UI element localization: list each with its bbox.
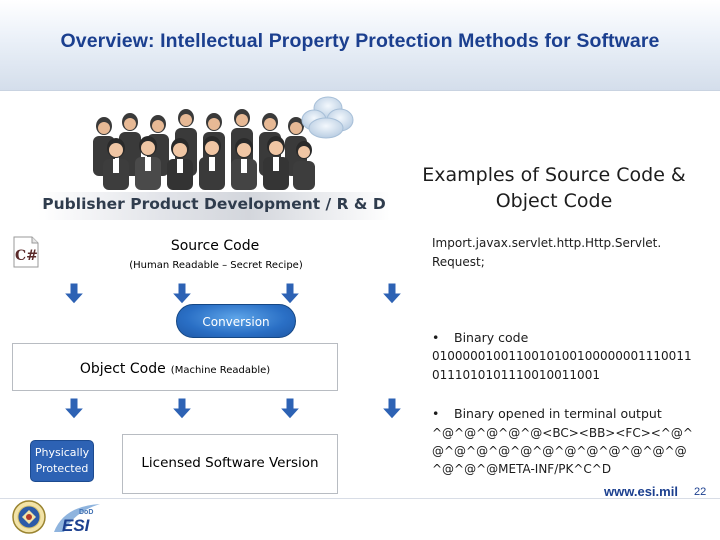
publisher-label: Publisher Product Development / R & D bbox=[42, 195, 386, 213]
down-arrow-icon bbox=[62, 397, 86, 420]
terminal-line-1: ^@^@^@^@^@<BC><BB><FC><^@^ bbox=[432, 426, 693, 440]
object-code-label: Object Code bbox=[79, 361, 166, 377]
terminal-line-2: @^@^@^@^@^@^@^@^@^@^@^@ bbox=[432, 444, 687, 458]
binary-line-1: 0100000100110010100100000001110011 bbox=[432, 349, 692, 363]
esi-logo-icon: DoD ESI bbox=[54, 504, 100, 534]
title-bar bbox=[0, 0, 720, 91]
publisher-bar bbox=[38, 192, 390, 220]
conversion-badge: Conversion bbox=[176, 304, 296, 338]
down-arrow-icon bbox=[278, 282, 302, 305]
terminal-output-heading: • Binary opened in terminal output bbox=[432, 406, 662, 421]
page-number: 22 bbox=[694, 486, 707, 498]
bullet-icon: • bbox=[432, 330, 440, 345]
footer-url[interactable]: www.esi.mil bbox=[604, 484, 678, 499]
people-group-icon bbox=[93, 109, 315, 190]
dod-seal-icon bbox=[12, 500, 46, 534]
footer-divider bbox=[0, 498, 720, 499]
svg-text:C#: C# bbox=[15, 248, 38, 264]
licensed-software-box bbox=[122, 434, 338, 494]
cloud-icon bbox=[301, 96, 354, 139]
binary-line-2: 0111010101110010011001 bbox=[432, 368, 600, 382]
source-code-label: Source Code bbox=[170, 238, 260, 254]
licensed-software-label: Licensed Software Version bbox=[141, 455, 319, 471]
terminal-output-heading-text: Binary opened in terminal output bbox=[454, 406, 662, 421]
down-arrow-icon bbox=[62, 282, 86, 305]
down-arrow-icon bbox=[380, 397, 404, 420]
physically-protected-label: Physically Protected bbox=[34, 446, 90, 475]
down-arrow-icon bbox=[170, 397, 194, 420]
csharp-icon: C# bbox=[13, 236, 39, 268]
down-arrow-icon bbox=[170, 282, 194, 305]
svg-text:ESI: ESI bbox=[62, 516, 91, 534]
terminal-line-3: ^@^@^@META-INF/PK^C^D bbox=[432, 462, 612, 476]
source-code-sublabel: (Human Readable – Secret Recipe) bbox=[129, 260, 303, 271]
bullet-icon: • bbox=[432, 406, 440, 421]
page-title: Overview: Intellectual Property Protecti… bbox=[60, 30, 660, 52]
down-arrow-icon bbox=[278, 397, 302, 420]
object-code-sublabel: (Machine Readable) bbox=[170, 365, 271, 376]
svg-text:DoD: DoD bbox=[79, 509, 93, 516]
object-code-text: Object Code (Machine Readable) bbox=[12, 358, 338, 377]
binary-code-heading: • Binary code bbox=[432, 330, 528, 345]
binary-code-heading-text: Binary code bbox=[454, 330, 529, 345]
source-code-example-line-1: Import.javax.servlet.http.Http.Servlet. bbox=[432, 236, 662, 250]
physically-protected-box bbox=[30, 440, 94, 482]
down-arrow-icon bbox=[380, 282, 404, 305]
examples-heading: Examples of Source Code & Object Code bbox=[422, 164, 686, 212]
object-code-box bbox=[12, 343, 338, 391]
source-code-example-line-2: Request; bbox=[432, 255, 485, 269]
